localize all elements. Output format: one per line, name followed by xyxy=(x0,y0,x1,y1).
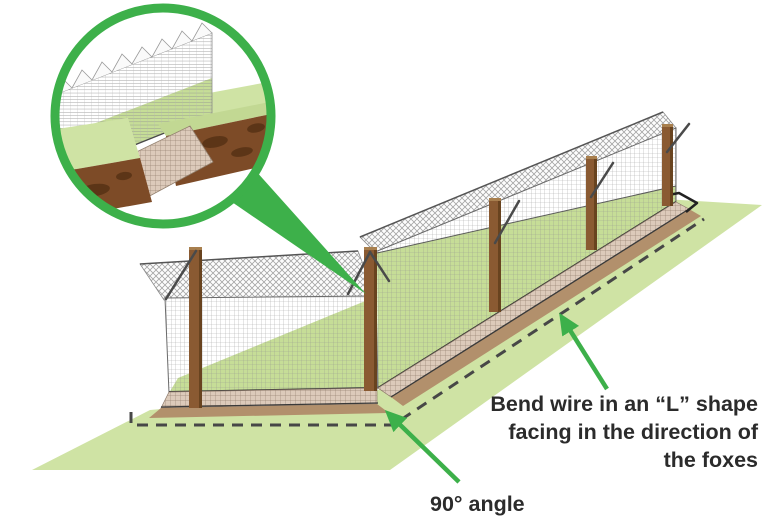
magnifier-inset xyxy=(50,3,276,229)
magnifier-pointer xyxy=(229,170,366,294)
bend-wire-label: Bend wire in an “L” shape facing in the … xyxy=(490,390,758,474)
apron-edge-line-long xyxy=(390,208,690,398)
overhang-top-rail-long xyxy=(359,111,664,238)
fence-section-front xyxy=(139,250,378,394)
fence-post xyxy=(586,156,597,250)
magnifier-ring xyxy=(50,3,276,229)
angle-label: 90° angle xyxy=(430,492,525,516)
ground-apron-long xyxy=(377,191,701,406)
fence-post xyxy=(662,124,673,206)
fence-post xyxy=(489,198,501,312)
fence-post xyxy=(189,247,202,408)
fence-post xyxy=(364,247,377,391)
fence-posts xyxy=(164,122,691,408)
arrow-bend-wire xyxy=(559,312,609,391)
post-bracket xyxy=(589,161,615,199)
dirt-strip-front xyxy=(149,404,389,418)
dashed-boundary xyxy=(129,217,705,427)
bend-wire-label-line1: Bend wire in an “L” shape xyxy=(490,392,758,416)
fence-section-long xyxy=(359,111,677,389)
post-bracket xyxy=(346,250,372,296)
dirt-strip-long xyxy=(391,209,701,406)
post-bracket xyxy=(665,122,691,154)
post-bracket xyxy=(493,199,521,245)
bend-wire-label-line3: the foxes xyxy=(663,448,758,472)
post-bracket xyxy=(164,249,198,301)
arrow-angle xyxy=(384,409,461,484)
post-brackets xyxy=(164,122,691,301)
inset-content xyxy=(59,22,267,218)
ground-apron-front xyxy=(149,387,389,418)
tension-wire xyxy=(376,185,677,254)
inset-soil-right-lip xyxy=(158,98,267,136)
post-bracket xyxy=(368,250,391,283)
inset-mesh-sawtooth xyxy=(59,22,213,97)
annotation-arrows xyxy=(384,312,609,484)
bend-wire-label-line2: facing in the direction of xyxy=(508,420,758,444)
